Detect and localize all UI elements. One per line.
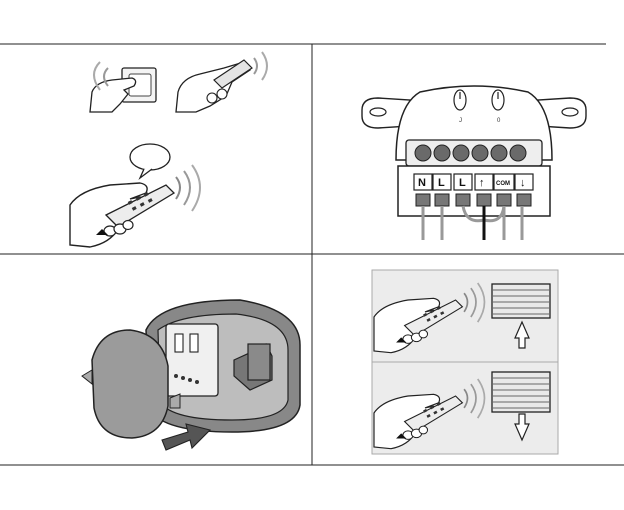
terminal-label-up: ↑ (479, 177, 485, 189)
wall-box-illustration (146, 300, 300, 432)
terminal-label-n: N (418, 177, 426, 189)
panel-wiring: J 0 N L L ↑ COM ↓ (362, 86, 586, 240)
panel-installation (82, 300, 300, 450)
hand-remote-bottom-illustration (70, 165, 200, 247)
terminal-label-down: ↓ (520, 177, 526, 189)
speech-bubble (130, 144, 170, 178)
hand-remote-top-illustration (176, 52, 267, 112)
panel-operation (372, 270, 558, 454)
terminal-label-l2: L (459, 177, 466, 189)
wall-switch-illustration (90, 62, 156, 112)
receiver-module: J 0 N L L ↑ COM ↓ (362, 86, 586, 216)
terminal-label-l1: L (438, 177, 445, 189)
terminal-label-com: COM (496, 181, 510, 187)
knob-label-left: J (459, 118, 462, 124)
panel-pairing (70, 52, 267, 247)
